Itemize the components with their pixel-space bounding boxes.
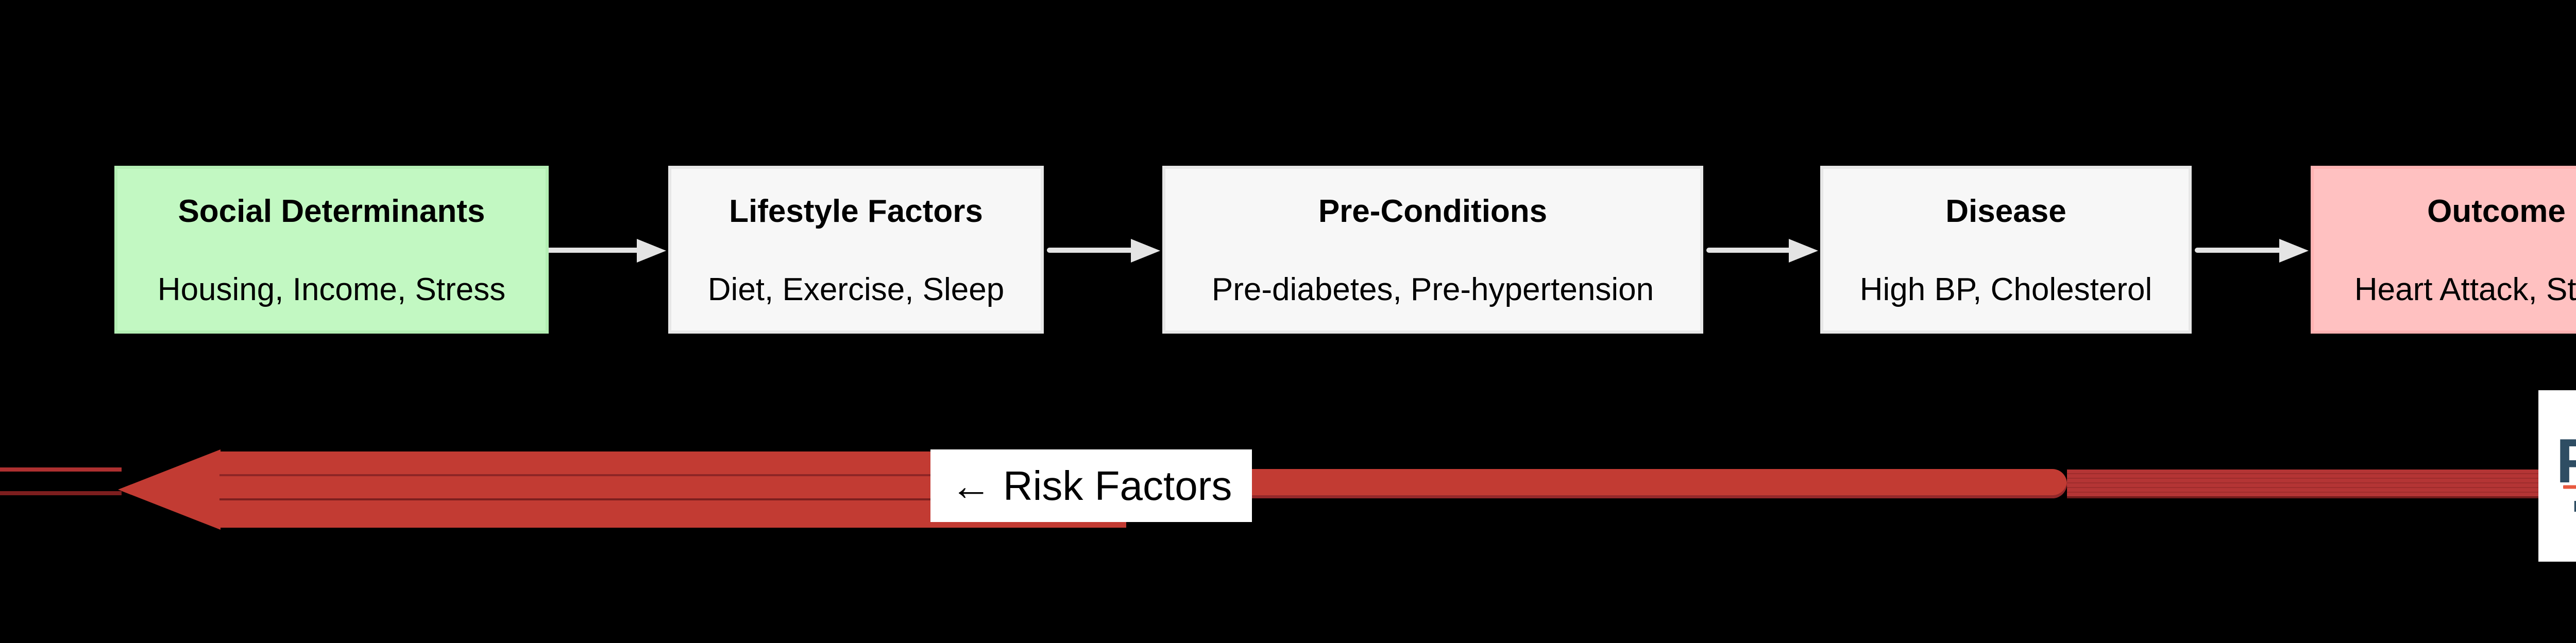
connector-arrowhead-icon (1789, 239, 1818, 263)
risk-arrow-shaft-thin (1126, 469, 2067, 498)
node-lifestyle-factors: Lifestyle Factors Diet, Exercise, Sleep (668, 166, 1044, 334)
node-title: Social Determinants (178, 194, 485, 229)
node-title: Outcome (2427, 194, 2566, 229)
risk-factors-label: ← Risk Factors (930, 449, 1252, 522)
connector-arrowhead-icon (1131, 239, 1160, 263)
connector-line-2 (1047, 248, 1134, 253)
connector-arrowhead-icon (2279, 239, 2309, 263)
node-title: Lifestyle Factors (729, 194, 983, 229)
node-outcome: Outcome Heart Attack, Stroke (2311, 166, 2576, 334)
node-subtitle: Housing, Income, Stress (157, 272, 506, 307)
node-title: Disease (1945, 194, 2066, 229)
connector-line-1 (545, 248, 641, 253)
risk-arrowhead-left-icon (118, 449, 221, 530)
node-title: Pre-Conditions (1318, 194, 1548, 229)
node-subtitle: Diet, Exercise, Sleep (707, 272, 1005, 307)
risk-arrow-thin-line-upper (0, 467, 122, 472)
connector-line-4 (2195, 248, 2281, 253)
node-subtitle: Pre-diabetes, Pre-hypertension (1211, 272, 1654, 307)
connector-line-3 (1706, 248, 1793, 253)
logo-text-lens: LENS (2547, 498, 2576, 514)
risk-arrow-shaft-continuation (2067, 470, 2576, 498)
logo-text-pcp: PCP (2538, 429, 2576, 492)
risk-arrow-thin-line-lower (0, 491, 122, 495)
connector-arrowhead-icon (637, 239, 666, 263)
node-subtitle: High BP, Cholesterol (1859, 272, 2153, 307)
node-disease: Disease High BP, Cholesterol (1820, 166, 2192, 334)
pcp-lens-logo: PCP LENS (2538, 390, 2576, 562)
node-social-determinants: Social Determinants Housing, Income, Str… (114, 166, 549, 334)
risk-factors-label-text: ← Risk Factors (950, 462, 1232, 509)
node-pre-conditions: Pre-Conditions Pre-diabetes, Pre-hyperte… (1162, 166, 1703, 334)
node-subtitle: Heart Attack, Stroke (2354, 272, 2576, 307)
